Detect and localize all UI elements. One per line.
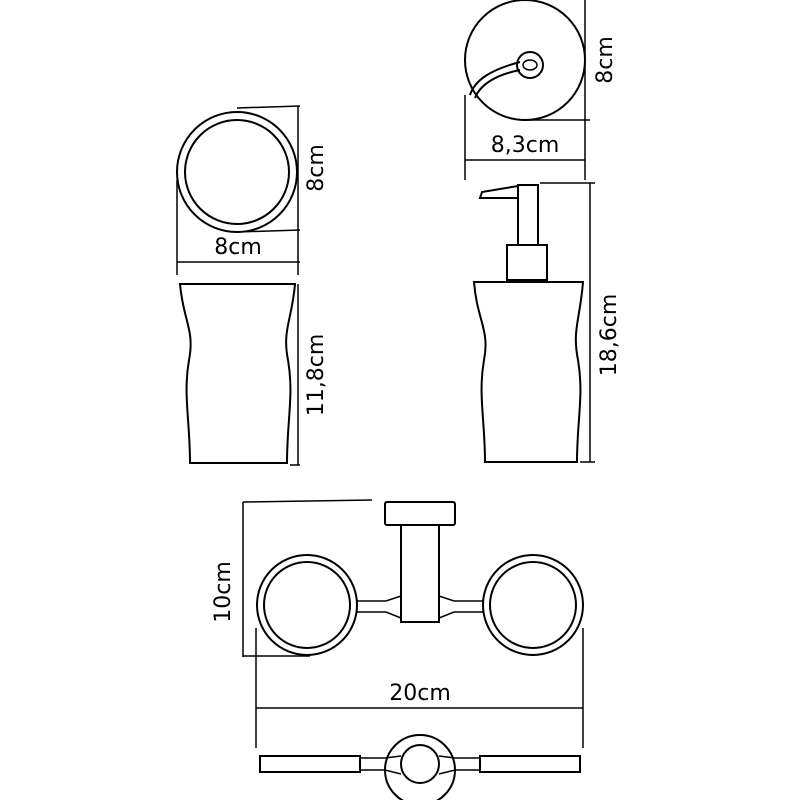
cup-top-view: 8cm 8cm	[176, 105, 329, 275]
dispenser-top-view: 8cm 8,3cm	[464, 0, 618, 180]
holder-depth-dimension: 10cm	[211, 561, 236, 623]
cup-top-vertical-dimension: 8cm	[304, 144, 329, 192]
holder-bottom-view	[259, 734, 581, 800]
cup-side-view: 11,8cm	[178, 283, 329, 466]
dispenser-height-dimension: 18,6cm	[597, 294, 622, 377]
cup-height-dimension: 11,8cm	[304, 334, 329, 417]
cup-top-horizontal-dimension: 8cm	[214, 235, 262, 260]
holder-front-view: 10cm 20cm	[211, 499, 584, 748]
dispenser-top-vertical-dimension: 8cm	[593, 36, 618, 84]
dispenser-top-horizontal-dimension: 8,3cm	[491, 133, 560, 158]
dispenser-side-view: 18,6cm	[472, 182, 622, 463]
holder-width-dimension: 20cm	[389, 681, 451, 706]
